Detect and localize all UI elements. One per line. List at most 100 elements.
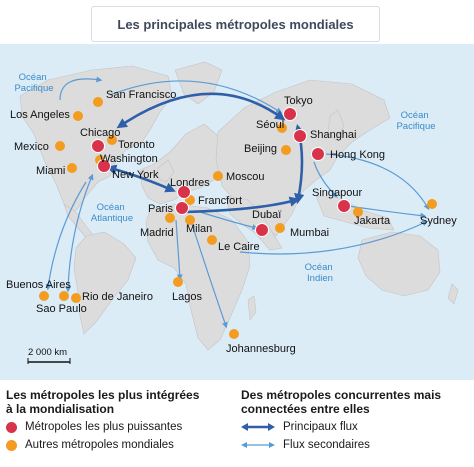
label-jakarta: Jakarta <box>354 215 391 227</box>
legend-other-swatch <box>6 439 17 451</box>
map-title: Les principales métropoles mondiales <box>91 6 380 42</box>
secondary-flows <box>45 76 430 329</box>
madagascar <box>247 295 257 321</box>
label-los-angeles: Los Angeles <box>10 109 70 121</box>
scale-bar: 2 000 km <box>27 347 71 364</box>
label-johannesburg: Johannesburg <box>226 343 296 355</box>
marker-dubai <box>255 223 269 237</box>
label-paris: Paris <box>148 203 174 215</box>
marker-rio <box>71 293 81 303</box>
legend-heading-line-2: connectées entre elles <box>241 402 370 416</box>
label-sydney: Sydney <box>420 215 457 227</box>
label-seoul: Séoul <box>256 119 284 131</box>
legend-major-label: Métropoles les plus puissantes <box>25 421 183 433</box>
label-francfort: Francfort <box>198 195 242 207</box>
australia <box>357 231 441 297</box>
label-sao-paulo: Sao Paulo <box>36 303 87 315</box>
flow-singapour-sydney <box>347 205 427 219</box>
marker-londres <box>177 185 191 199</box>
legend-secondary-flow-label: Flux secondaires <box>283 439 370 451</box>
marker-moscou <box>213 171 223 181</box>
label-washington: Washington <box>100 153 158 165</box>
marker-hong-kong <box>311 147 325 161</box>
legend-other-label: Autres métropoles mondiales <box>25 439 174 451</box>
marker-sao-paulo <box>59 291 69 301</box>
ocean-label-atlantique: Océan Atlantique <box>91 202 133 224</box>
marker-le-caire <box>207 235 217 245</box>
ocean-line: Pacifique <box>396 121 435 132</box>
label-san-francisco: San Francisco <box>106 89 176 101</box>
marker-singapour <box>337 199 351 213</box>
marker-toronto <box>107 135 117 145</box>
marker-madrid <box>165 213 175 223</box>
label-mumbai: Mumbai <box>290 227 329 239</box>
marker-beijing <box>281 145 291 155</box>
legend-heading-line-1: Des métropoles concurrentes mais <box>241 388 442 402</box>
scale-label: 2 000 km <box>28 347 67 358</box>
label-milan: Milan <box>186 223 212 235</box>
legend-item-major: Métropoles les plus puissantes <box>6 420 226 434</box>
ocean-label-indien: Océan Indien <box>305 262 336 284</box>
legend-item-main-flow: Principaux flux <box>241 420 466 434</box>
marker-mexico <box>55 141 65 151</box>
label-shanghai: Shanghai <box>310 129 357 141</box>
new-zealand <box>447 283 459 305</box>
label-miami: Miami <box>36 165 65 177</box>
label-chicago: Chicago <box>80 127 120 139</box>
japan <box>327 109 345 141</box>
flow-hk-sydney <box>325 153 430 211</box>
flow-ny-buenos-aires <box>45 181 87 291</box>
legend-heading-line-2: à la mondialisation <box>6 402 115 416</box>
ocean-line: Pacifique <box>14 83 53 94</box>
label-tokyo: Tokyo <box>284 95 313 107</box>
flow-ny-sao-paulo <box>65 173 94 293</box>
legend-metropoles: Les métropoles les plus intégrées à la m… <box>6 388 226 452</box>
label-moscou: Moscou <box>226 171 265 183</box>
label-new-york: New York <box>112 169 159 181</box>
ocean-line: Océan <box>305 262 333 273</box>
flow-sf-tokyo <box>109 80 283 114</box>
label-beijing: Beijing <box>244 143 277 155</box>
city-labels: San Francisco Los Angeles Chicago Toront… <box>6 89 457 355</box>
africa <box>145 203 251 351</box>
label-lagos: Lagos <box>172 291 202 303</box>
ocean-line: Océan <box>97 202 125 213</box>
flow-europe-johannesburg <box>189 217 228 329</box>
label-singapour: Singapour <box>312 187 362 199</box>
marker-san-francisco <box>93 97 103 107</box>
label-dubai: Dubaï <box>252 209 282 221</box>
marker-los-angeles <box>73 111 83 121</box>
major-metropoles <box>91 107 351 237</box>
label-le-caire: Le Caire <box>218 241 260 253</box>
world-map: Océan Pacifique Océan Pacifique Océan At… <box>0 44 474 380</box>
legend-heading-line-1: Les métropoles les plus intégrées <box>6 388 200 402</box>
marker-lagos <box>173 277 183 287</box>
ocean-label-pacifique-e: Océan Pacifique <box>396 110 435 132</box>
marker-miami <box>67 163 77 173</box>
label-madrid: Madrid <box>140 227 174 239</box>
marker-paris <box>175 201 189 215</box>
label-toronto: Toronto <box>118 139 155 151</box>
ocean-line: Océan <box>401 110 429 121</box>
flow-europe-lagos <box>175 219 183 281</box>
marker-new-york <box>97 159 111 173</box>
marker-seoul <box>277 123 287 133</box>
label-hong-kong: Hong Kong <box>330 149 385 161</box>
legend-item-secondary-flow: Flux secondaires <box>241 438 466 452</box>
ocean-label-pacifique-w: Océan Pacifique <box>14 72 53 94</box>
flow-hk-singapour <box>313 161 338 198</box>
marker-johannesburg <box>229 329 239 339</box>
label-rio: Rio de Janeiro <box>82 291 153 303</box>
label-buenos-aires: Buenos Aires <box>6 279 71 291</box>
map-title-text: Les principales métropoles mondiales <box>117 16 354 32</box>
marker-tokyo <box>283 107 297 121</box>
marker-buenos-aires <box>39 291 49 301</box>
flow-la-tokyo <box>59 76 103 101</box>
secondary-flow-arrow-icon <box>241 442 275 448</box>
ocean-line: Indien <box>307 273 333 284</box>
main-flow-arrow-icon <box>241 423 275 431</box>
legend-item-other: Autres métropoles mondiales <box>6 438 226 452</box>
marker-milan <box>185 215 195 225</box>
marker-shanghai <box>293 129 307 143</box>
marker-chicago <box>91 139 105 153</box>
